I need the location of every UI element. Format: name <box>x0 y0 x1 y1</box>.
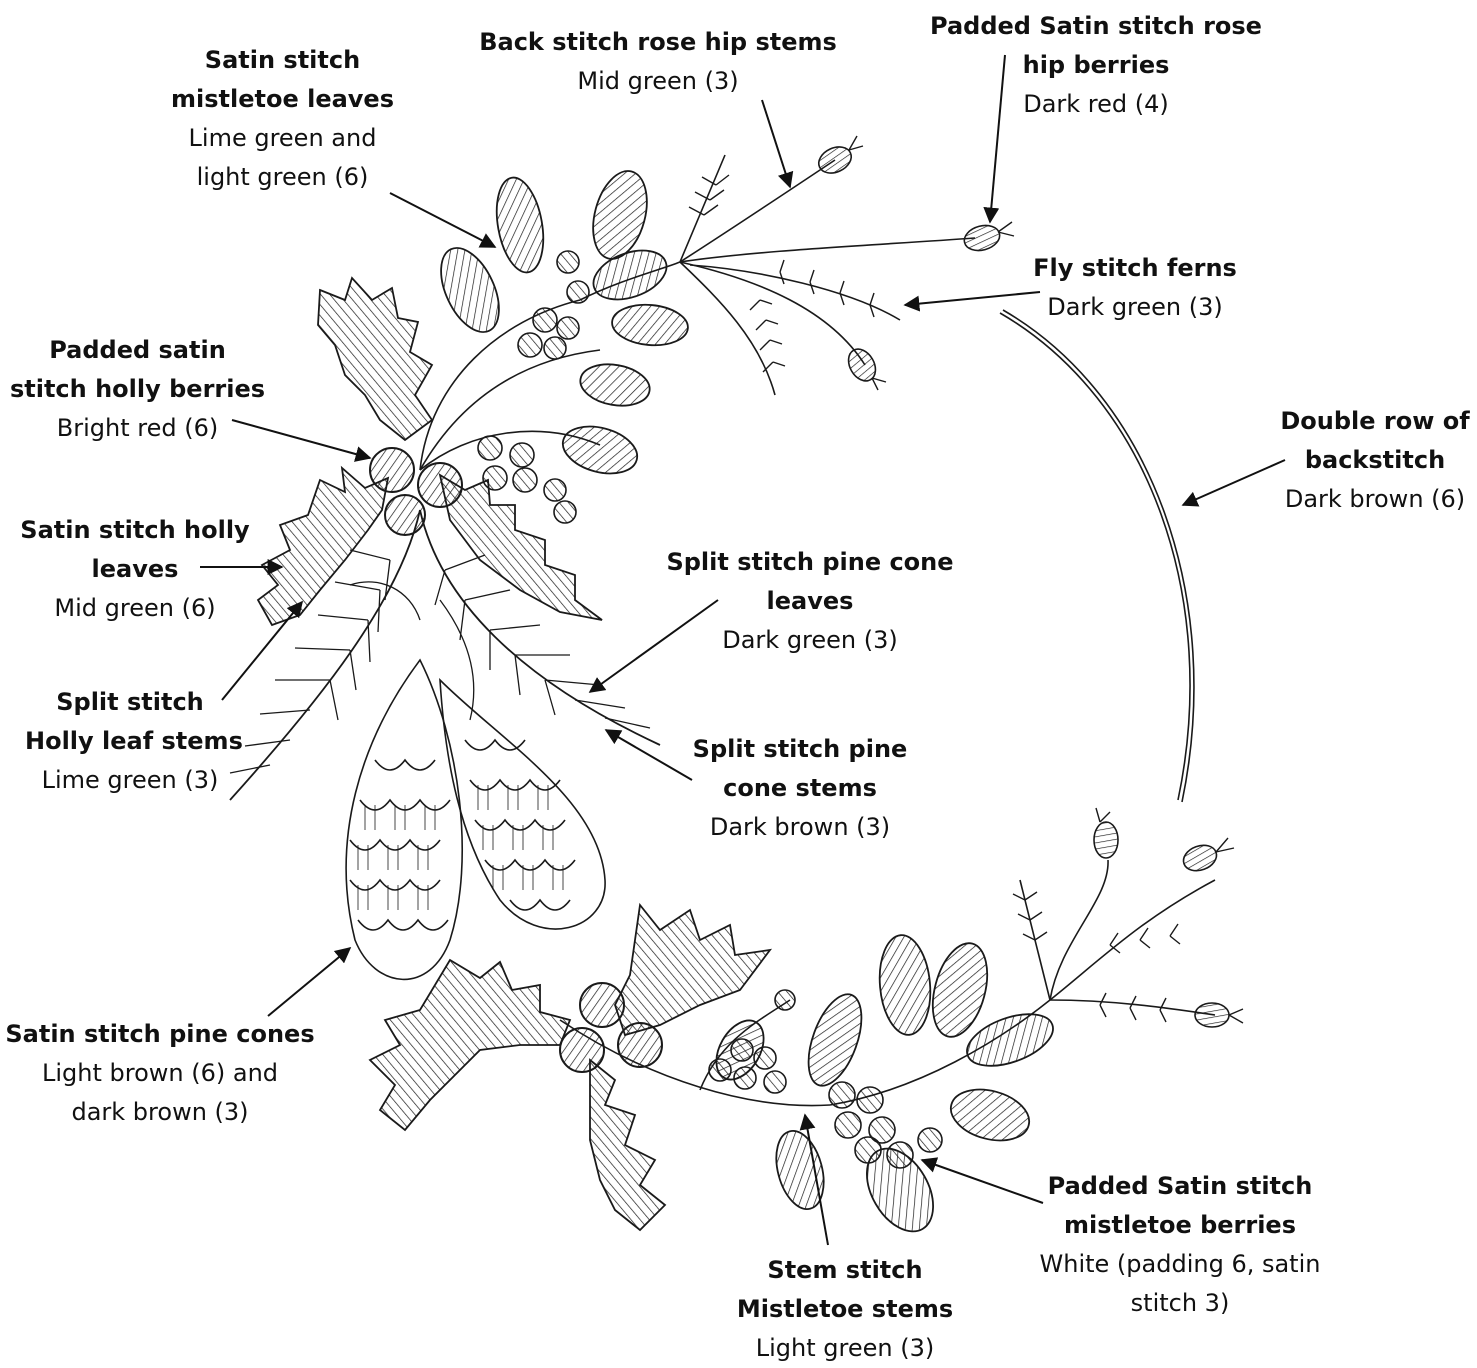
label-color: light green (6) <box>150 158 415 197</box>
label-title: stitch holly berries <box>5 370 270 409</box>
label-mistletoe-stems: Stem stitchMistletoe stems Light green (… <box>730 1251 960 1368</box>
label-title: leaves <box>660 582 960 621</box>
label-title: Holly leaf stems <box>25 722 235 761</box>
label-pine-cone-stems: Split stitch pinecone stems Dark brown (… <box>680 730 920 847</box>
label-color: Dark brown (6) <box>1275 480 1475 519</box>
label-holly-berries: Padded satinstitch holly berries Bright … <box>5 331 270 448</box>
label-title: Padded Satin stitch <box>1020 1167 1340 1206</box>
rose-hip-berries-lower <box>1094 822 1229 1027</box>
label-color: Light green (3) <box>730 1329 960 1368</box>
label-holly-leaf-stems: Split stitchHolly leaf stems Lime green … <box>25 683 235 800</box>
label-title: Satin stitch holly <box>15 511 255 550</box>
label-color: Bright red (6) <box>5 409 270 448</box>
label-title: Padded Satin stitch rose <box>926 7 1266 46</box>
label-title: Satin stitch <box>150 41 415 80</box>
label-title: Split stitch pine <box>680 730 920 769</box>
label-holly-leaves: Satin stitch hollyleaves Mid green (6) <box>15 511 255 628</box>
label-title: Mistletoe stems <box>730 1290 960 1329</box>
mistletoe-leaves-lower <box>707 933 1060 1243</box>
label-color: White (padding 6, satin <box>1020 1245 1340 1284</box>
label-color: Dark green (3) <box>1025 288 1245 327</box>
label-color: Dark brown (3) <box>680 808 920 847</box>
label-title: Double row of <box>1275 402 1475 441</box>
label-color: Light brown (6) and <box>5 1054 315 1093</box>
label-backstitch-ring: Double row ofbackstitch Dark brown (6) <box>1275 402 1475 519</box>
label-title: Split stitch pine cone <box>660 543 960 582</box>
label-color: stitch 3) <box>1020 1284 1340 1323</box>
label-title: leaves <box>15 550 255 589</box>
label-title: Stem stitch <box>730 1251 960 1290</box>
label-color: Dark green (3) <box>660 621 960 660</box>
label-ferns: Fly stitch ferns Dark green (3) <box>1025 249 1245 327</box>
fern-ticks-lower <box>1013 892 1180 1022</box>
rose-hip-berries-upper <box>815 142 1003 386</box>
label-mistletoe-berries: Padded Satin stitchmistletoe berries Whi… <box>1020 1167 1340 1323</box>
label-rose-hip-stems: Back stitch rose hip stems Mid green (3) <box>468 23 848 101</box>
label-pine-cones: Satin stitch pine cones Light brown (6) … <box>5 1015 315 1132</box>
label-title: Padded satin <box>5 331 270 370</box>
label-color: Lime green and <box>150 119 415 158</box>
pine-cones <box>346 660 605 979</box>
label-color: Dark red (4) <box>926 85 1266 124</box>
backstitch-ring <box>1000 310 1194 802</box>
label-title: hip berries <box>926 46 1266 85</box>
label-title: Back stitch rose hip stems <box>468 23 848 62</box>
fern-ticks-upper <box>689 175 874 372</box>
label-title: Fly stitch ferns <box>1025 249 1245 288</box>
label-title: mistletoe berries <box>1020 1206 1340 1245</box>
label-title: mistletoe leaves <box>150 80 415 119</box>
label-color: dark brown (3) <box>5 1093 315 1132</box>
label-title: Satin stitch pine cones <box>5 1015 315 1054</box>
label-title: Split stitch <box>25 683 235 722</box>
label-title: backstitch <box>1275 441 1475 480</box>
label-color: Lime green (3) <box>25 761 235 800</box>
label-color: Mid green (3) <box>468 62 848 101</box>
label-pine-cone-leaves: Split stitch pine coneleaves Dark green … <box>660 543 960 660</box>
label-color: Mid green (6) <box>15 589 255 628</box>
label-title: cone stems <box>680 769 920 808</box>
label-mistletoe-leaves: Satin stitchmistletoe leaves Lime green … <box>150 41 415 197</box>
label-rose-hip-berries: Padded Satin stitch rosehip berries Dark… <box>926 7 1266 124</box>
